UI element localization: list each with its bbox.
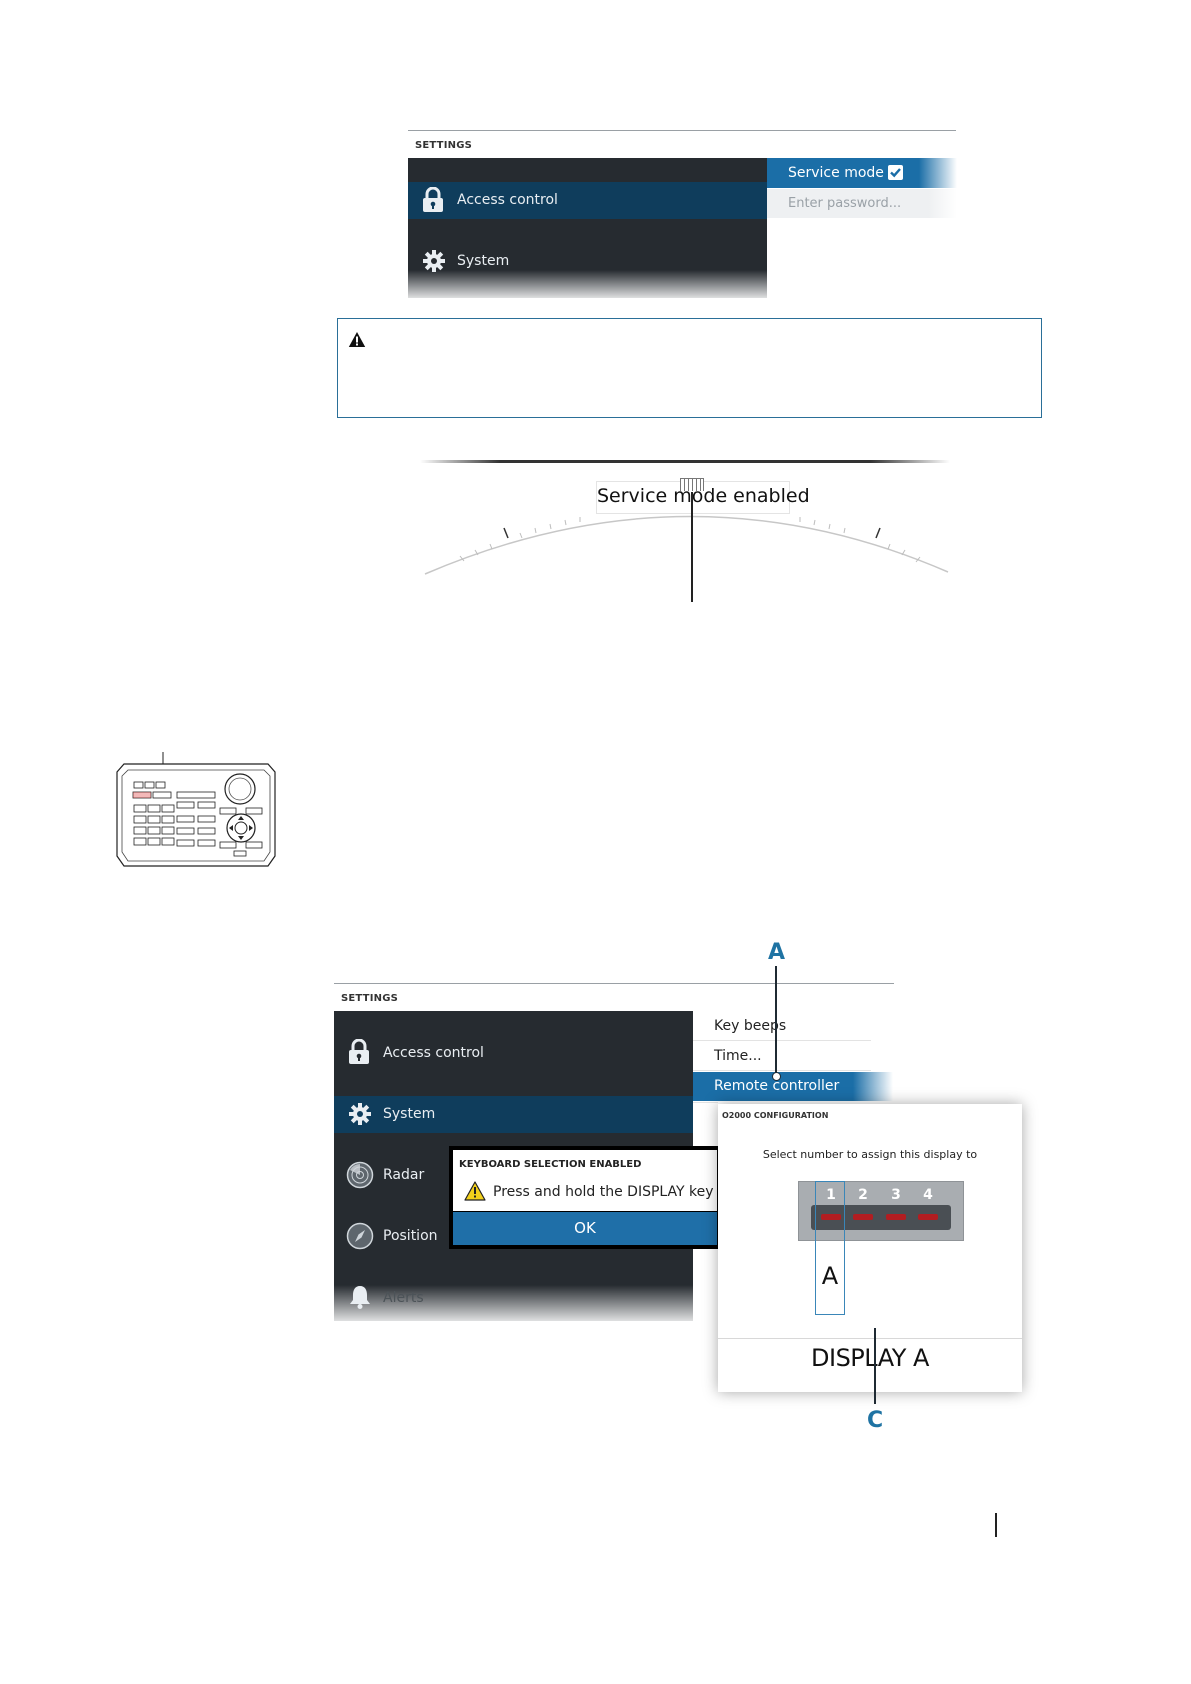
display-led-1 — [821, 1214, 841, 1220]
service-mode-label: Service mode — [788, 165, 884, 181]
heading-scale-arc — [424, 515, 949, 575]
callout-a-dot — [772, 1072, 781, 1081]
fade-overlay — [334, 1285, 693, 1321]
bell-icon — [348, 1284, 372, 1310]
warning-icon — [464, 1181, 486, 1201]
dialog-body: KEYBOARD SELECTION ENABLED Press and hol… — [453, 1150, 717, 1211]
menu-item-radar[interactable]: Radar — [334, 1157, 454, 1194]
service-mode-enabled-text: Service mode enabled — [597, 485, 810, 507]
callout-a: A — [768, 940, 786, 965]
warning-box — [337, 318, 1042, 418]
submenu-item-label: Key beeps — [714, 1018, 787, 1034]
menu-item-label: System — [383, 1106, 436, 1122]
display-number-1[interactable]: 1 — [826, 1187, 836, 1203]
settings-title: SETTINGS — [341, 993, 399, 1004]
o2000-configuration-panel: O2000 CONFIGURATION Select number to ass… — [718, 1104, 1022, 1392]
service-mode-toggle[interactable]: Service mode — [767, 158, 957, 188]
selected-letter: A — [821, 1262, 839, 1290]
password-field[interactable]: Enter password... — [767, 189, 957, 218]
settings-header: SETTINGS — [408, 130, 956, 159]
callout-c-line — [874, 1328, 876, 1404]
display-led-4 — [918, 1214, 938, 1220]
banner-top-rule — [420, 460, 950, 463]
password-placeholder: Enter password... — [788, 196, 902, 211]
keypad-illustration — [116, 752, 276, 874]
display-number-2[interactable]: 2 — [858, 1187, 868, 1203]
menu-item-label: Position — [383, 1228, 438, 1244]
menu-item-label: Access control — [457, 192, 558, 208]
menu-item-label: Radar — [383, 1167, 425, 1183]
lock-icon — [348, 1039, 370, 1065]
menu-item-access-control[interactable]: Access control — [408, 182, 767, 219]
checkbox-checked-icon[interactable] — [888, 165, 903, 180]
radar-icon — [346, 1161, 374, 1189]
warning-icon — [348, 331, 366, 348]
keyboard-selection-dialog: KEYBOARD SELECTION ENABLED Press and hol… — [449, 1146, 721, 1249]
gear-icon — [423, 250, 445, 272]
menu-item-access-control[interactable]: Access control — [334, 1034, 693, 1072]
settings-title: SETTINGS — [415, 140, 473, 151]
dialog-title: KEYBOARD SELECTION ENABLED — [459, 1159, 642, 1170]
display-led-2 — [853, 1214, 873, 1220]
callout-a-line — [775, 966, 777, 1074]
submenu-item-label: Remote controller — [714, 1078, 840, 1094]
menu-item-alerts[interactable]: Alerts — [334, 1280, 454, 1315]
submenu-item-time[interactable]: Time... — [693, 1041, 871, 1071]
display-number-3[interactable]: 3 — [891, 1187, 901, 1203]
callout-c: C — [867, 1408, 884, 1433]
submenu-item-remote-controller[interactable]: Remote controller — [693, 1072, 893, 1101]
gear-icon — [349, 1103, 371, 1125]
lock-icon — [422, 187, 444, 213]
ok-button[interactable]: OK — [453, 1212, 717, 1245]
submenu-item-label: Time... — [714, 1048, 762, 1064]
menu-item-system[interactable]: System — [334, 1096, 693, 1133]
page-marker — [995, 1513, 997, 1537]
menu-item-label: Alerts — [383, 1290, 424, 1306]
config-prompt: Select number to assign this display to — [762, 1148, 978, 1161]
lubber-line — [691, 492, 693, 602]
menu-item-system[interactable]: System — [408, 243, 767, 280]
selected-display-highlight: A — [815, 1181, 845, 1315]
display-led-3 — [886, 1214, 906, 1220]
dialog-message: Press and hold the DISPLAY key — [493, 1184, 714, 1200]
display-number-4[interactable]: 4 — [923, 1187, 933, 1203]
compass-icon — [346, 1222, 374, 1250]
display-name-label: DISPLAY A — [811, 1344, 929, 1372]
submenu-item-key-beeps[interactable]: Key beeps — [693, 1011, 871, 1041]
menu-item-label: System — [457, 253, 510, 269]
display-selector: 1 2 3 4 — [798, 1181, 964, 1241]
config-title: O2000 CONFIGURATION — [722, 1111, 829, 1120]
settings-header: SETTINGS — [334, 983, 894, 1012]
config-divider — [718, 1338, 1022, 1339]
menu-item-label: Access control — [383, 1045, 484, 1061]
fade-overlay — [408, 270, 767, 298]
lubber-marker — [680, 478, 704, 491]
menu-item-position[interactable]: Position — [334, 1218, 454, 1255]
